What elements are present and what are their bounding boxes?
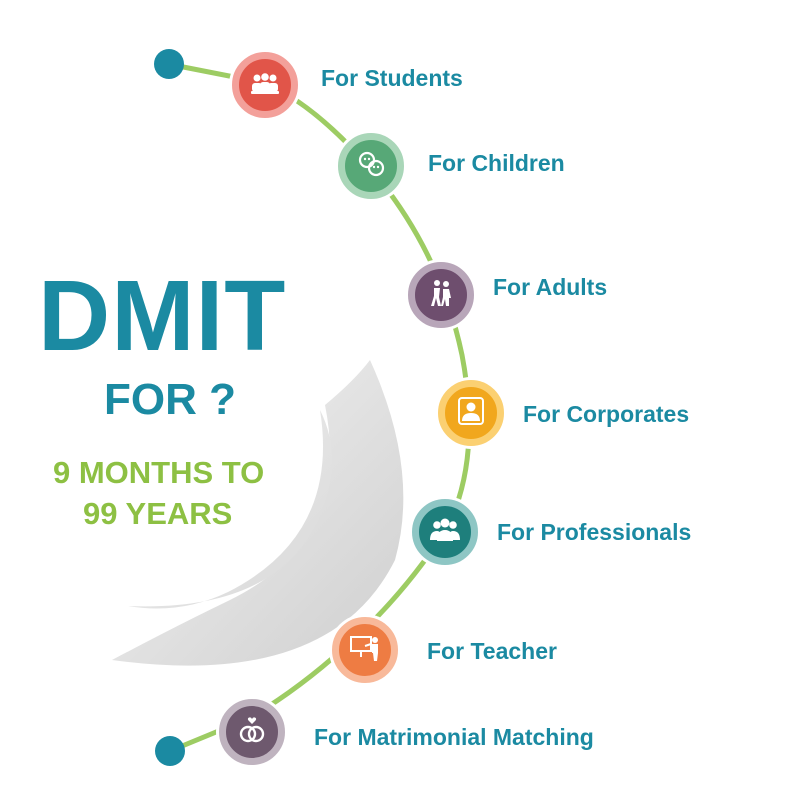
main-title: DMIT xyxy=(38,260,287,372)
label-children: For Children xyxy=(428,150,565,176)
students-icon xyxy=(248,66,282,105)
question-subtitle: FOR ? xyxy=(104,375,236,424)
node-professionals xyxy=(412,499,478,565)
teacher-board-icon xyxy=(348,631,382,670)
label-matrimonial: For Matrimonial Matching xyxy=(314,724,594,750)
children-icon xyxy=(354,147,388,186)
label-adults: For Adults xyxy=(493,274,608,300)
label-professionals: For Professionals xyxy=(497,519,692,545)
swoosh-back xyxy=(112,360,404,666)
adults-icon xyxy=(424,276,458,315)
age-range-line-2: 99 YEARS xyxy=(83,496,233,531)
professionals-group-icon xyxy=(428,513,462,552)
wedding-rings-icon xyxy=(235,713,269,752)
node-teacher xyxy=(332,617,398,683)
node-children xyxy=(338,133,404,199)
path-start-dot xyxy=(154,49,184,79)
label-corporates: For Corporates xyxy=(523,401,690,427)
swoosh-front xyxy=(128,410,333,609)
node-adults xyxy=(408,262,474,328)
label-students: For Students xyxy=(321,65,463,91)
node-corporates xyxy=(438,380,504,446)
label-teacher: For Teacher xyxy=(427,638,557,664)
path-end-dot xyxy=(155,736,185,766)
node-students xyxy=(232,52,298,118)
corporate-person-icon xyxy=(454,394,488,433)
node-matrimonial xyxy=(219,699,285,765)
age-range-line-1: 9 MONTHS TO xyxy=(53,455,265,490)
